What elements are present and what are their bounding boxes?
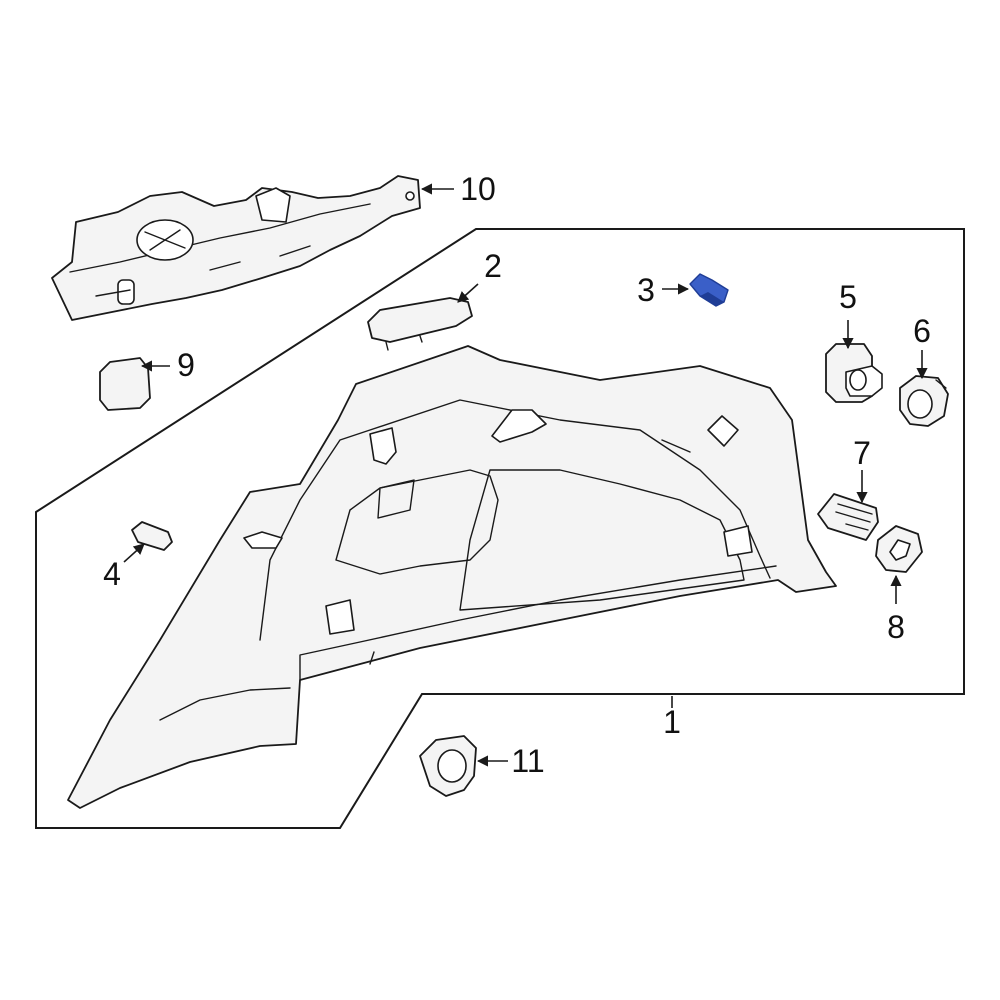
part-5-retainer[interactable] xyxy=(825,343,883,403)
part-6-grommet[interactable] xyxy=(899,375,949,427)
part-8-bezel[interactable] xyxy=(875,525,923,573)
part-10-upper-bracket[interactable] xyxy=(51,175,421,321)
part-7-clip[interactable] xyxy=(817,493,879,541)
part-9-pad[interactable] xyxy=(99,357,151,411)
callout-11: 11 xyxy=(511,743,544,779)
callout-10: 10 xyxy=(460,171,496,207)
leader-4 xyxy=(123,543,145,563)
callout-1: 1 xyxy=(663,704,681,740)
assembly-frame xyxy=(35,228,965,829)
callout-8: 8 xyxy=(887,609,905,645)
callout-9: 9 xyxy=(177,347,195,383)
part-4-plug[interactable] xyxy=(131,521,173,551)
part-1-trim-panel[interactable] xyxy=(67,345,837,809)
callout-6: 6 xyxy=(913,313,931,349)
callout-4: 4 xyxy=(103,556,121,592)
part-2-cover[interactable] xyxy=(367,297,473,351)
callout-2: 2 xyxy=(484,248,502,284)
callout-7: 7 xyxy=(853,435,871,471)
leader-2 xyxy=(457,283,479,303)
callout-3: 3 xyxy=(637,272,655,308)
part-3-clip-face xyxy=(700,292,724,306)
callout-5: 5 xyxy=(839,279,857,315)
part-3-clip[interactable] xyxy=(689,273,729,307)
part-11-bezel[interactable] xyxy=(419,735,477,797)
